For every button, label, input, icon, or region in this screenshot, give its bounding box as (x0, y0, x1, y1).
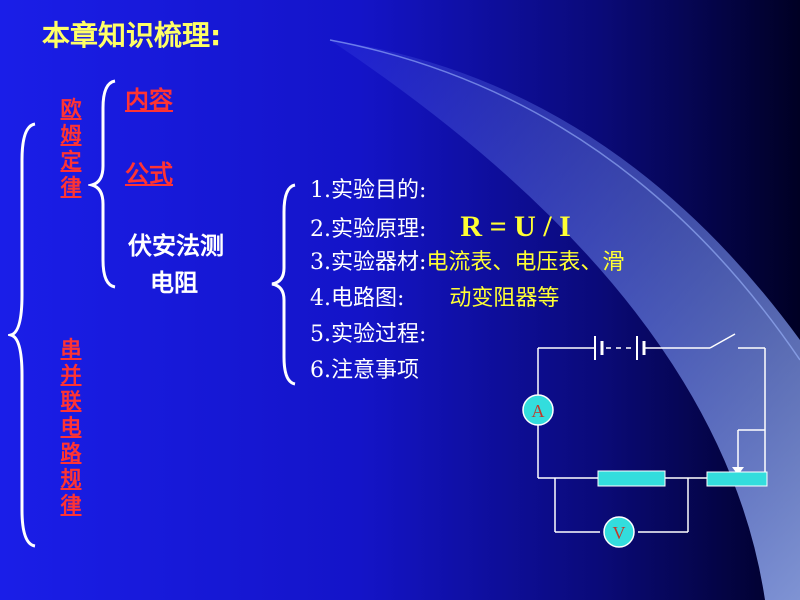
branch-ohms-law[interactable]: 欧姆定律 (60, 97, 82, 199)
step-3: 3.实验器材:电流表、电压表、滑 (310, 250, 625, 275)
slide-title: 本章知识梳理: (42, 19, 222, 52)
item-content[interactable]: 内容 (125, 86, 173, 114)
list-brace (271, 183, 296, 386)
equipment-text-cont: 动变阻器等 (449, 286, 560, 311)
experiment-steps: 1.实验目的: 2.实验原理:R = U / I 3.实验器材:电流表、电压表、… (310, 173, 624, 389)
voltmeter-label: V (613, 523, 626, 543)
formula-r-equals-u-over-i: R = U / I (460, 210, 571, 243)
equipment-text: 电流表、电压表、滑 (426, 250, 625, 275)
step-5: 5.实验过程: (310, 322, 427, 347)
step-2: 2.实验原理:R = U / I (310, 210, 571, 243)
item-voltammetry-line2: 电阻 (150, 269, 198, 297)
step-1: 1.实验目的: (310, 178, 427, 203)
inner-brace (88, 79, 116, 289)
item-formula[interactable]: 公式 (125, 160, 173, 188)
outer-brace (8, 122, 36, 548)
ammeter-label: A (532, 401, 545, 421)
step-6: 6.注意事项 (310, 358, 419, 383)
item-voltammetry-line1: 伏安法测 (128, 232, 224, 260)
step-4: 4.电路图:动变阻器等 (310, 286, 560, 311)
circuit-diagram: A V (522, 333, 768, 548)
branch-series-parallel[interactable]: 串并联电路规律 (60, 337, 82, 517)
